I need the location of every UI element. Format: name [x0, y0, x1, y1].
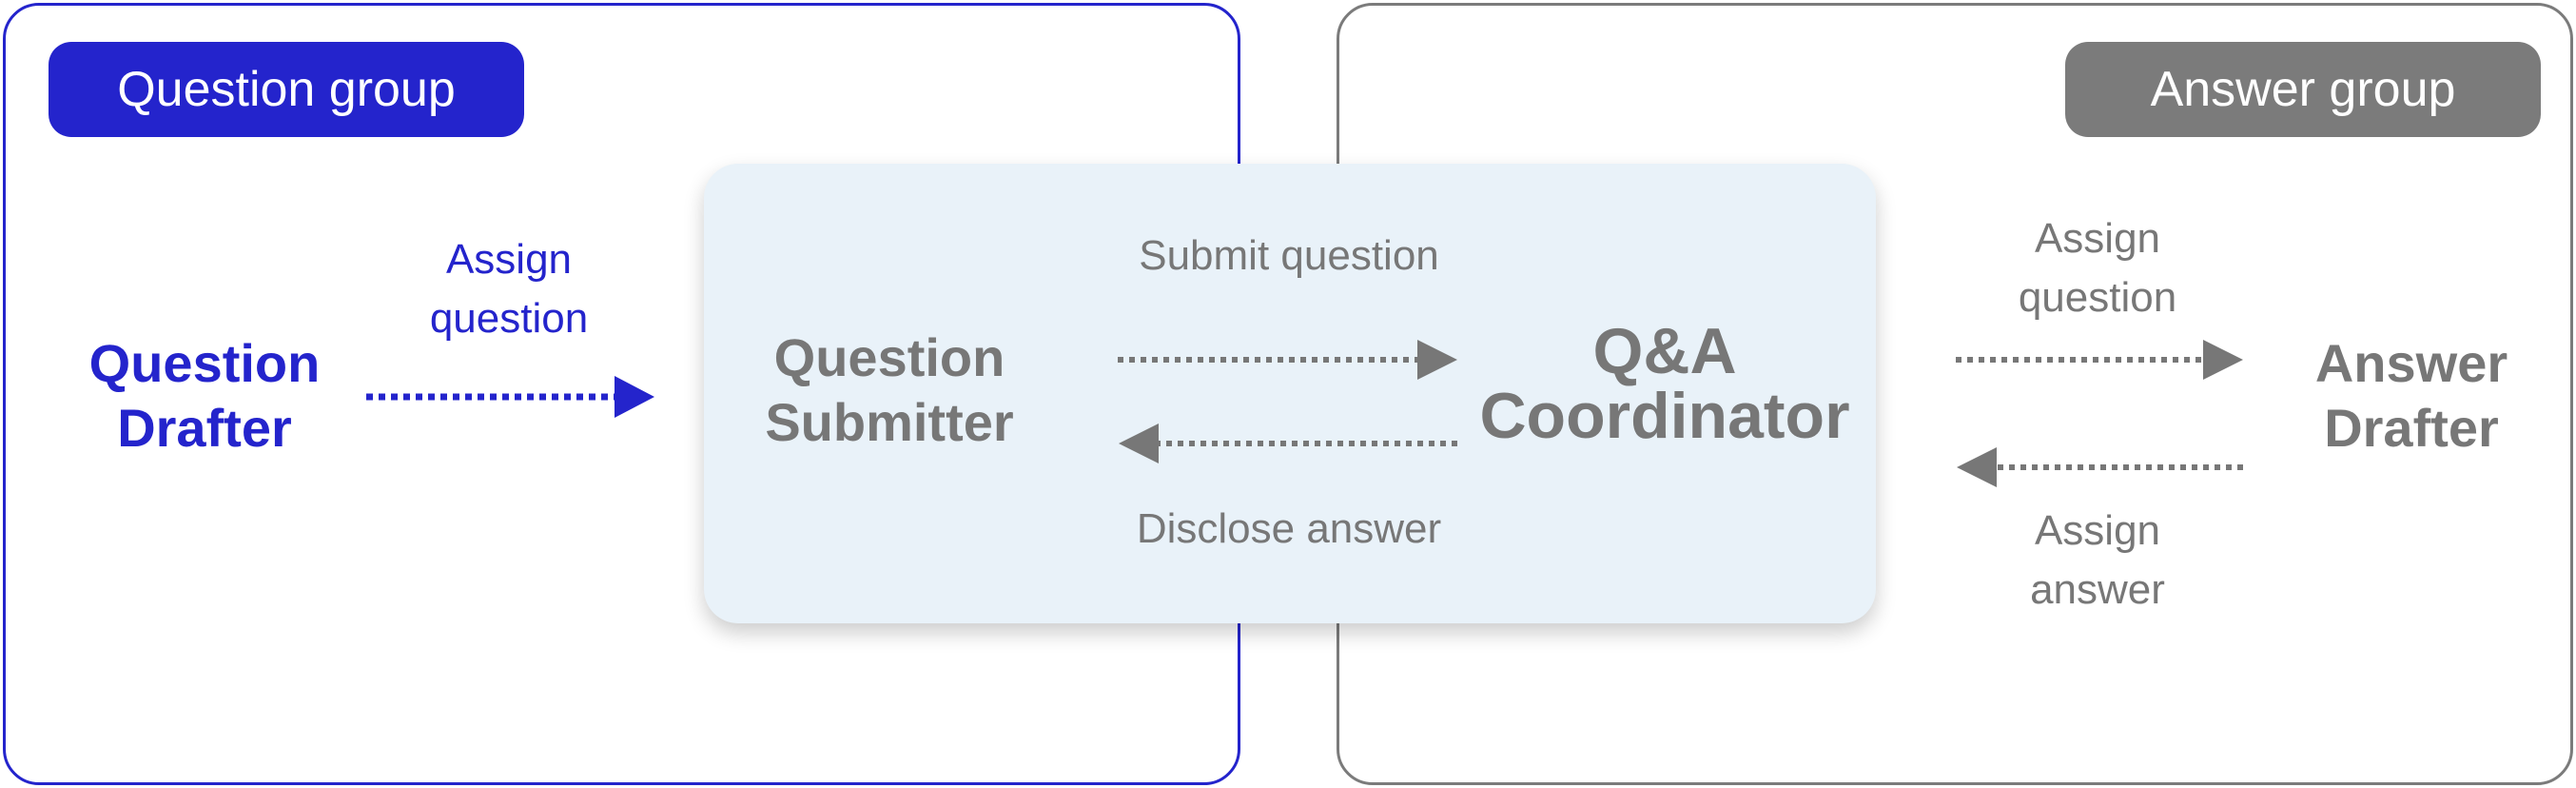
- submit-question-label: Submit question: [1139, 232, 1439, 279]
- assign-question-left-label: Assign question: [385, 230, 633, 347]
- arrow-assign-question-right: [1956, 340, 2243, 380]
- qa-coordinator-line2: Coordinator: [1479, 380, 1850, 452]
- arrow-submit-question: [1118, 340, 1457, 380]
- answer-drafter-line2: Drafter: [2324, 398, 2499, 459]
- question-submitter-node: Question Submitter: [742, 325, 1037, 456]
- assign-question-left-line1: Assign: [445, 236, 573, 283]
- arrow-disclose-answer: [1119, 424, 1457, 463]
- assign-answer-label: Assign answer: [1974, 502, 2221, 619]
- submission-panel: [704, 164, 1876, 623]
- answer-group-label: Answer group: [2065, 42, 2541, 137]
- answer-drafter-line1: Answer: [2314, 333, 2508, 393]
- qa-coordinator-node: Q&A Coordinator: [1470, 319, 1860, 448]
- assign-question-left-line2: question: [429, 294, 589, 342]
- answer-drafter-node: Answer Drafter: [2278, 331, 2545, 462]
- assign-question-right-line2: question: [2018, 273, 2177, 321]
- question-drafter-line2: Drafter: [117, 398, 292, 459]
- arrow-assign-question-left: [366, 376, 654, 418]
- question-drafter-node: Question Drafter: [71, 331, 338, 462]
- question-submitter-line2: Submitter: [765, 392, 1014, 453]
- question-drafter-line1: Question: [88, 333, 321, 393]
- assign-question-right-label: Assign question: [1974, 209, 2221, 326]
- question-submitter-line1: Question: [773, 327, 1005, 387]
- assign-question-right-line1: Assign: [2034, 215, 2161, 262]
- assign-answer-line1: Assign: [2034, 507, 2161, 554]
- arrow-assign-answer: [1957, 447, 2243, 487]
- qa-coordinator-line1: Q&A: [1592, 315, 1737, 387]
- question-group-label: Question group: [49, 42, 524, 137]
- assign-answer-line2: answer: [2030, 565, 2165, 613]
- disclose-answer-label: Disclose answer: [1136, 505, 1442, 552]
